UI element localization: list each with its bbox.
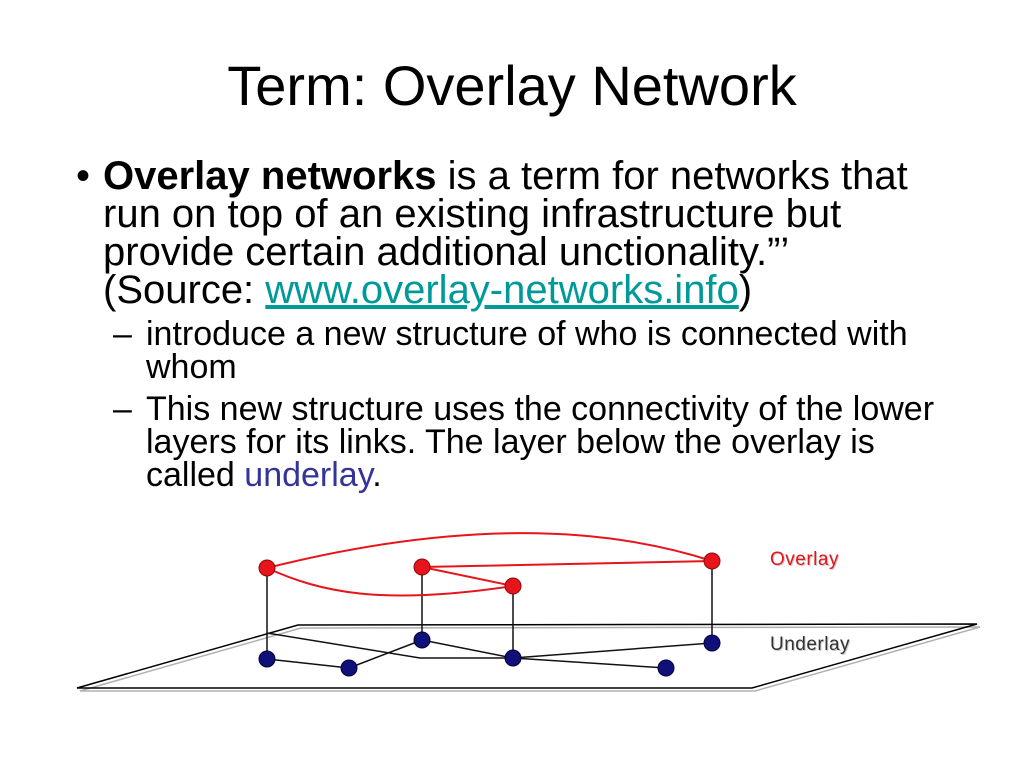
underlay-term: underlay [244,456,373,494]
sub-bullet-marker: – [113,315,132,353]
underlay-label: Underlay [770,634,851,655]
overlay-node [504,577,522,595]
source-link[interactable]: www.overlay-networks.info [265,268,739,312]
underlay-node [413,631,431,649]
underlay-node [657,659,675,677]
underlay-node [340,659,358,677]
underlay-node [703,634,721,652]
bullet-source-line: (Source: www.overlay-networks.info) [103,268,908,312]
sub-bullet-text: . [372,456,382,494]
underlay-link [348,639,423,669]
bullet-text: is a term for networks that [436,154,908,198]
overlay-label: Overlay [770,549,839,570]
underlay-link [512,657,667,669]
sub-bullet-text: called [146,456,245,494]
slide-title: Term: Overlay Network [227,54,797,117]
overlay-node [258,559,276,577]
underlay-link [512,642,713,659]
sub-bullet: – This new structure uses the connectivi… [113,390,935,494]
sub-bullet-line: This new structure uses the connectivity… [146,390,935,428]
underlay-link [421,639,514,659]
underlay-plane-shadow [79,626,981,692]
overlay-node [413,558,431,576]
overlay-link [266,567,514,597]
sub-bullet: – introduce a new structure of who is co… [113,315,908,386]
bullet-line: run on top of an existing infrastructure… [103,192,842,236]
bullet-line: provide certain additional unctionality.… [103,230,790,274]
sub-bullet-line: layers for its links. The layer below th… [146,423,875,461]
bullet-marker: • [76,154,91,198]
underlay-node [504,649,522,667]
sub-bullet-line: whom [146,348,237,386]
underlay-plane [76,623,978,689]
underlay-node [258,650,276,668]
source-suffix: ) [738,268,753,312]
source-prefix: (Source: [103,268,266,312]
sub-bullet-line: introduce a new structure of who is conn… [146,315,908,353]
sub-bullet-line: called underlay. [146,456,934,494]
overlay-link [421,566,514,587]
underlay-link [266,658,350,669]
underlay-link [266,632,513,659]
overlay-link [266,532,713,569]
overlay-link [421,560,713,568]
overlay-underlay-diagram [76,532,981,692]
sub-bullet-marker: – [113,390,132,428]
main-bullet: • Overlay networks is a term for network… [76,154,908,312]
bullet-line: Overlay networks is a term for networks … [103,154,908,198]
overlay-node [703,552,721,570]
bullet-term: Overlay networks [103,154,437,198]
